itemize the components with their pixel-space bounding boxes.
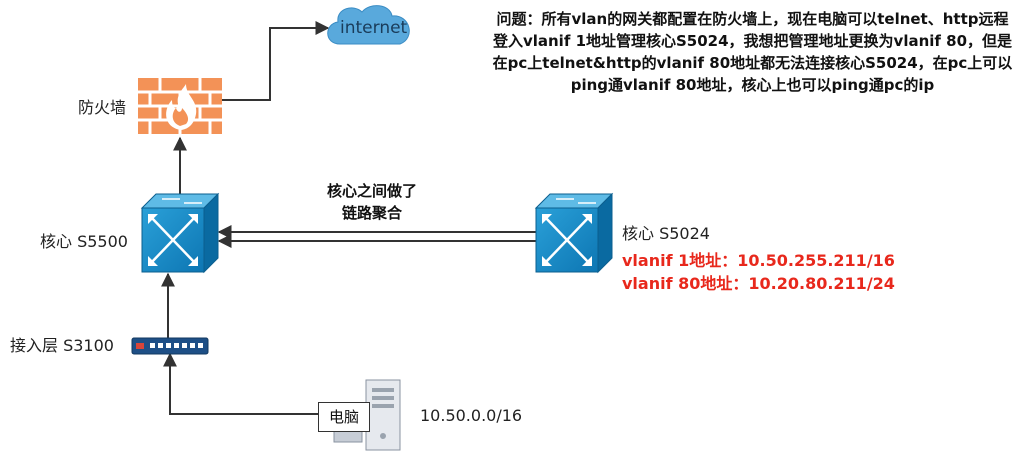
access-label: 接入层 S3100 bbox=[10, 336, 114, 356]
pc-label: 电脑 bbox=[318, 402, 370, 432]
firewall-label: 防火墙 bbox=[78, 98, 126, 118]
question-text: 问题：所有vlan的网关都配置在防火墙上，现在电脑可以telnet、http远程… bbox=[490, 8, 1015, 96]
link-firewall-internet bbox=[222, 28, 328, 100]
vlanif-80-address: vlanif 80地址：10.20.80.211/24 bbox=[622, 273, 895, 295]
core-switch-icon-right bbox=[536, 194, 612, 272]
pc-subnet-label: 10.50.0.0/16 bbox=[420, 406, 522, 426]
core-switch-icon-left bbox=[142, 194, 218, 272]
internet-label: internet bbox=[340, 18, 407, 38]
core-right-label: 核心 S5024 bbox=[622, 224, 710, 244]
lag-note: 核心之间做了链路聚合 bbox=[322, 180, 422, 224]
link-pc-access bbox=[170, 354, 318, 414]
access-switch-icon bbox=[132, 338, 208, 354]
firewall-icon bbox=[138, 78, 222, 134]
vlanif-1-address: vlanif 1地址：10.50.255.211/16 bbox=[622, 250, 895, 272]
core-left-label: 核心 S5500 bbox=[40, 232, 128, 252]
